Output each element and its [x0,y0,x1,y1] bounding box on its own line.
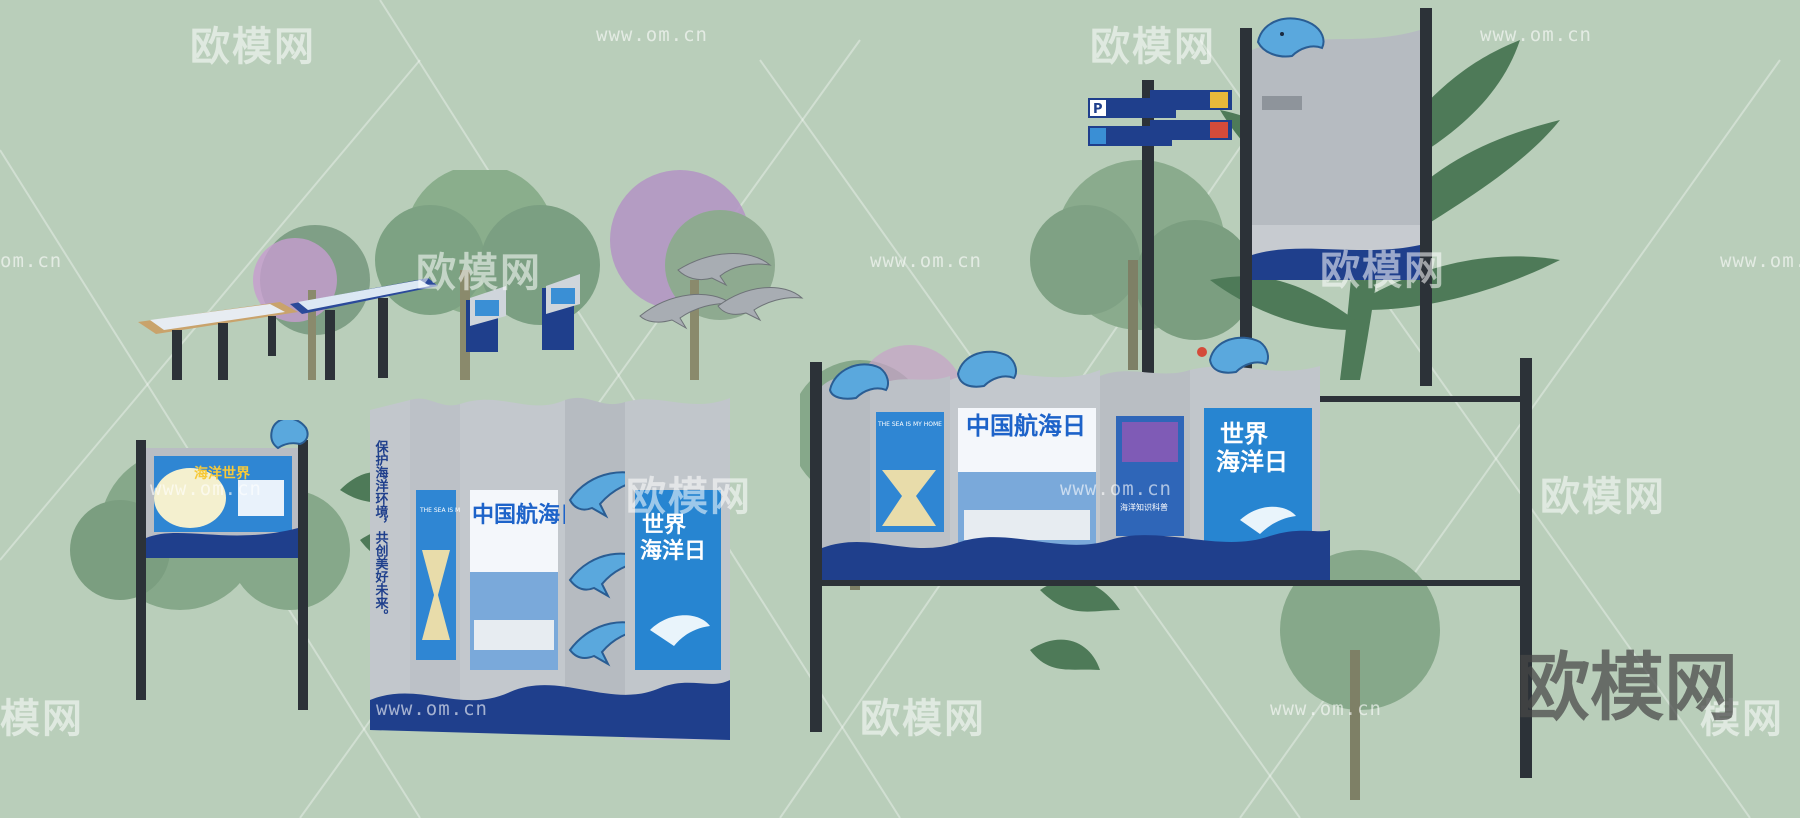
ocean-science-text: 海洋知识科普 [1120,502,1168,512]
top-left-group [138,170,804,380]
watermark-logo-partial: 模网 [1700,696,1784,742]
watermark-url: www.om.cn [596,24,708,46]
watermark-url: www.om.cn [376,698,488,720]
dolphin-icon [1256,17,1325,58]
panel-wall: 保护海洋环境，共创美好未来。 THE SEA IS MY HOME 中国航海日 … [340,397,730,740]
pedestal-sign-2 [542,274,580,350]
top-right-group: P [1030,8,1560,386]
sea-home-text-2: THE SEA IS MY HOME [877,421,942,428]
watermark-logo: 欧模网 [626,474,752,520]
world-day-title-1b: 海洋日 [640,538,706,564]
dolphin-icon [828,336,1269,400]
watermark-logo: 欧模网 [1320,248,1446,294]
large-frame-board: THE SEA IS MY HOME 中国航海日 海洋知识科普 世界 海洋日 [800,336,1532,800]
china-day-title-2: 中国航海日 [966,412,1086,440]
parking-icon [1090,100,1106,116]
watermark-url: www.om.cn [1480,24,1592,46]
dolphin-cutouts [639,253,804,330]
info-table-2 [290,278,438,380]
watermark-logo-partial: 模网 [0,696,84,742]
watermark-url: www.om.cn [150,478,262,500]
watermark-logo: 欧模网 [190,24,316,70]
watermark-logo-large: 欧模网 [1516,645,1738,731]
watermark-url: www.om.cn [1060,478,1172,500]
watermark-logo: 欧模网 [1090,24,1216,70]
watermark-url: www.om.cn [870,250,982,272]
large-info-board [1240,8,1432,386]
watermark-url: om.cn [0,250,63,272]
restroom-icon [1210,92,1228,108]
ocean-board-title: 海洋世界 [194,465,251,482]
small-standing-board: 海洋世界 [70,420,350,710]
world-day-title-2b: 海洋日 [1216,448,1288,476]
watermark-logo: 欧模网 [1540,474,1666,520]
sea-home-text-1: THE SEA IS MY HOME [419,507,484,514]
world-day-title-1a: 世界 [642,513,686,538]
svg-text:P: P [1093,102,1103,117]
watermark-logo: 欧模网 [860,696,986,742]
world-day-title-2a: 世界 [1220,420,1268,448]
info-table-1 [138,302,298,380]
fingerpost-sign: P [1088,80,1232,385]
watermark-url: www.om.cn [1720,250,1800,272]
pedestal-sign-1 [466,286,506,352]
watermark-url: www.om.cn [1270,698,1382,720]
watermark-logo: 欧模网 [416,250,542,296]
slogan-text: 保护海洋环境，共创美好未来。 [373,439,390,622]
china-day-title-1: 中国航海日 [472,502,582,528]
